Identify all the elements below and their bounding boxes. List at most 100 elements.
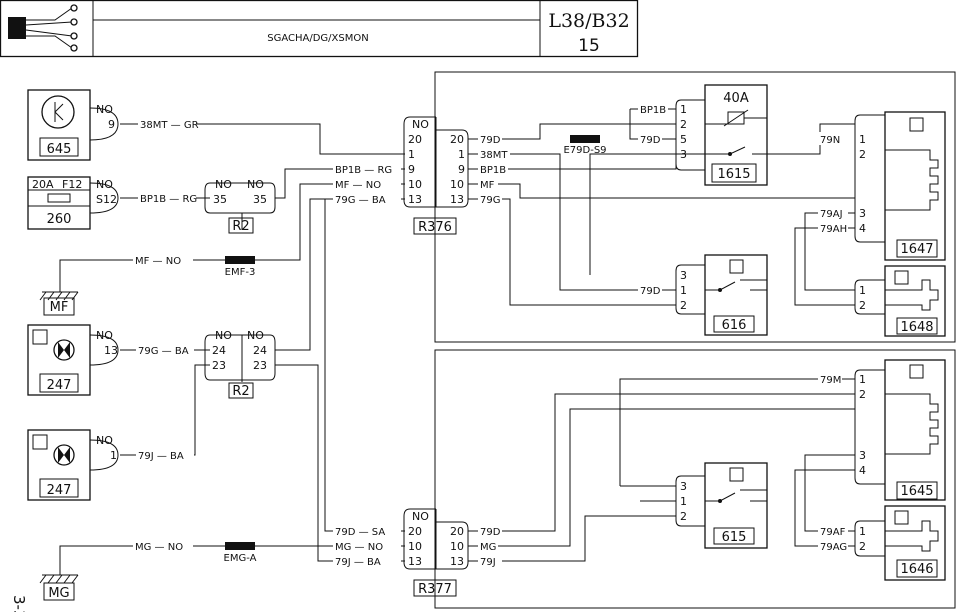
svg-text:1: 1 [408, 148, 415, 161]
component-1648-label: 1648 [900, 320, 933, 335]
svg-text:1: 1 [859, 525, 866, 538]
svg-text:10: 10 [450, 178, 464, 191]
pin-s12-260: S12 [96, 193, 117, 206]
pin-no-260: NO [96, 178, 113, 191]
svg-text:1: 1 [680, 284, 687, 297]
seat-heater-icon [729, 467, 744, 482]
component-645: 645 NO 9 [27, 89, 119, 161]
svg-text:1: 1 [680, 103, 687, 116]
component-260-label: 260 [47, 212, 72, 227]
svg-text:9: 9 [408, 163, 415, 176]
left-wire-labels: 38MT — GR BP1B — RG MF — NO 79G — BA 79J… [133, 117, 199, 553]
header-subtitle: SGACHA/DG/XSMON [267, 33, 368, 44]
svg-text:79J — BA: 79J — BA [335, 557, 381, 568]
svg-text:3: 3 [680, 480, 687, 493]
pin-1-247b: 1 [110, 449, 117, 462]
pin-no-645: NO [96, 103, 113, 116]
component-1647-label: 1647 [900, 242, 933, 257]
r2-pin-no-right: NO [247, 178, 264, 191]
connector-logo-icon [8, 4, 78, 52]
component-1648-heater: 1648 1 2 [854, 265, 946, 337]
svg-text:79AJ: 79AJ [820, 209, 843, 220]
svg-text:1: 1 [859, 133, 866, 146]
ground-mf: MF [39, 291, 79, 316]
svg-text:79D — SA: 79D — SA [335, 527, 385, 538]
svg-text:BP1B — RG: BP1B — RG [335, 165, 392, 176]
svg-text:79AF: 79AF [820, 527, 846, 538]
seat-heater-icon [894, 510, 909, 525]
svg-text:2: 2 [680, 510, 687, 523]
ground-mf-label: MF [50, 300, 69, 315]
r2-pin-no-left: NO [215, 178, 232, 191]
r2b-pin-23-right: 23 [253, 359, 267, 372]
connector-r2-lower-label: R2 [232, 384, 249, 399]
svg-text:10: 10 [408, 178, 422, 191]
svg-text:79AG: 79AG [820, 542, 847, 553]
splice-emf-3: EMF-3 [225, 256, 256, 278]
connector-r376-label: R376 [418, 220, 452, 235]
header-block: SGACHA/DG/XSMON L38/B32 15 [0, 0, 639, 58]
pin-13-247a: 13 [104, 344, 118, 357]
svg-text:4: 4 [859, 464, 866, 477]
wire-bp1b-rg: BP1B — RG [140, 194, 197, 205]
svg-text:3: 3 [859, 449, 866, 462]
seat-heater-icon [909, 364, 924, 379]
svg-text:2: 2 [680, 299, 687, 312]
svg-text:EMG-A: EMG-A [224, 553, 257, 564]
lower-module-frame [434, 349, 956, 609]
svg-text:20: 20 [408, 133, 422, 146]
wire-79j-ba: 79J — BA [138, 451, 184, 462]
component-1615-relay: 40A 1615 1 2 5 3 [675, 84, 768, 186]
svg-text:EMF-3: EMF-3 [225, 267, 256, 278]
seat-heater-icon [32, 329, 48, 345]
header-page-number: 15 [578, 36, 600, 56]
component-1645-label: 1645 [900, 484, 933, 499]
seat-heater-icon [894, 270, 909, 285]
component-247-a: 247 NO 13 [27, 324, 119, 396]
pin-no-247a: NO [96, 329, 113, 342]
svg-text:MG — NO: MG — NO [335, 542, 383, 553]
svg-text:2: 2 [859, 388, 866, 401]
header-code: L38/B32 [548, 10, 629, 32]
svg-text:10: 10 [408, 540, 422, 553]
seat-heater-icon [909, 117, 924, 132]
svg-text:3: 3 [859, 207, 866, 220]
svg-text:2: 2 [680, 118, 687, 131]
svg-text:10: 10 [450, 540, 464, 553]
svg-text:79D: 79D [480, 135, 501, 146]
svg-text:79AH: 79AH [820, 224, 847, 235]
side-reference: 3-392 [10, 595, 28, 612]
connector-r377: NO 20 10 13 20 10 13 R377 [403, 508, 469, 597]
svg-text:4: 4 [859, 222, 866, 235]
svg-text:1: 1 [859, 373, 866, 386]
component-615-switch: 615 3 1 2 [675, 462, 768, 549]
r2b-pin-23-left: 23 [212, 359, 226, 372]
component-260-fuse: 20A F12 260 NO S12 [27, 176, 119, 230]
component-1615-label: 1615 [717, 167, 750, 182]
svg-text:E79D-S9: E79D-S9 [563, 145, 606, 156]
svg-text:20: 20 [450, 525, 464, 538]
component-1646-heater: 1646 1 2 [854, 505, 946, 581]
svg-text:NO: NO [412, 118, 429, 131]
fuse-icon [47, 193, 71, 203]
pin-no-247b: NO [96, 434, 113, 447]
component-616-label: 616 [722, 318, 747, 333]
svg-text:9: 9 [458, 163, 465, 176]
fuse-id: F12 [62, 178, 82, 191]
fuse-rating: 20A [32, 178, 54, 191]
r376-right-net-labels: 79D 38MT BP1B MF 79G BP1B 79D 79D 79N 79… [478, 102, 848, 297]
svg-text:BP1B: BP1B [640, 105, 666, 116]
svg-text:38MT: 38MT [480, 150, 508, 161]
svg-text:13: 13 [450, 555, 464, 568]
pin-9-645: 9 [108, 118, 115, 131]
svg-text:79N: 79N [820, 135, 840, 146]
seat-heater-icon [729, 259, 744, 274]
svg-text:13: 13 [408, 193, 422, 206]
r376-left-net-labels: BP1B — RG MF — NO 79G — BA [333, 162, 401, 206]
r2-pin-35-right: 35 [253, 193, 267, 206]
seat-heater-icon [32, 434, 48, 450]
svg-text:20: 20 [408, 525, 422, 538]
connector-r2-lower: NO NO 24 24 23 23 R2 [204, 329, 276, 399]
svg-text:3: 3 [680, 148, 687, 161]
